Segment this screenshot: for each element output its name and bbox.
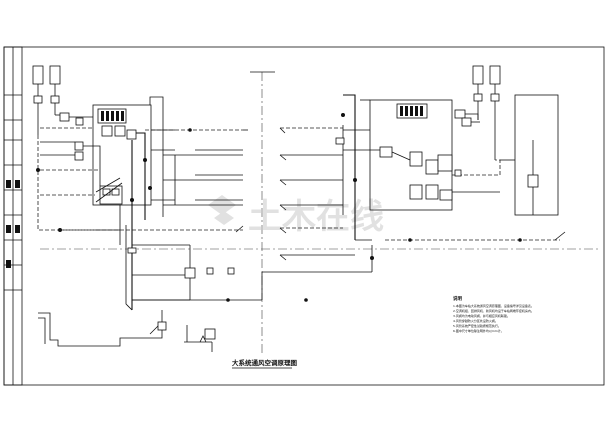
lower-left-duct-layout <box>38 310 167 347</box>
left-intake-shafts <box>32 65 61 135</box>
right-intake-shafts <box>472 65 501 160</box>
left-dampers <box>36 128 235 279</box>
note-line-6: 6.图中尺寸单位除注明外均以mm计。 <box>453 328 504 333</box>
note-line-4: 4.风管穿越防火分区处设防火阀。 <box>453 318 498 323</box>
watermark: 土木在线 <box>208 195 384 237</box>
right-branch-ducts <box>279 127 355 261</box>
note-line-5: 5.风管系统严密性试验按规范执行。 <box>453 323 501 328</box>
title-block <box>3 46 23 386</box>
svg-text:土木在线: 土木在线 <box>248 197 384 237</box>
fan-detail-symbol <box>184 325 216 352</box>
drawing-title: 大系统通风空调原理图 <box>232 358 298 367</box>
left-air-handling-unit <box>92 104 152 206</box>
left-branch-ducts <box>60 129 248 233</box>
right-shaft-enclosure <box>500 94 559 216</box>
right-air-handling-unit <box>369 99 472 211</box>
note-line-1: 1.本图为车站大系统通风空调原理图，设备编号详见设备表。 <box>453 303 534 308</box>
svg-text:说明: 说明 <box>453 295 462 302</box>
notes-block: 说明 1.本图为车站大系统通风空调原理图，设备编号详见设备表。 2.空调机组、回… <box>453 295 534 333</box>
right-dampers <box>226 113 522 302</box>
note-line-3: 3.风阀均为电动风阀，并与相应风机联锁。 <box>453 313 510 318</box>
note-line-2: 2.空调机组、回排风机、新风机均设于车站两端环控机房内。 <box>453 308 534 313</box>
